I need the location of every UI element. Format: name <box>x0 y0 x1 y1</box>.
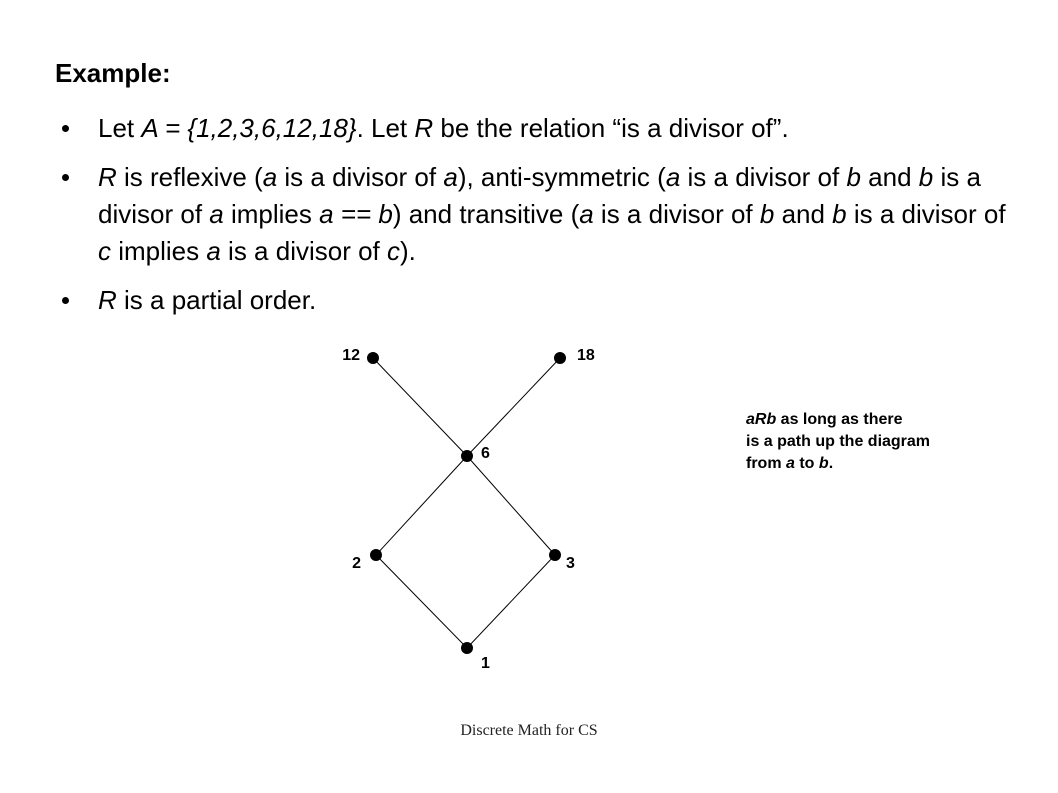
node-label-1: 1 <box>481 655 490 672</box>
bullet-item-partial-order: R is a partial order. <box>62 282 1022 319</box>
node-label-2: 2 <box>352 555 361 572</box>
bullet-text-properties: R is reflexive (a is a divisor of a), an… <box>98 162 1006 266</box>
bullet-text-set-definition: Let A = {1,2,3,6,12,18}. Let R be the re… <box>98 113 789 143</box>
node-label-12: 12 <box>342 347 360 364</box>
node-1 <box>461 642 473 654</box>
slide-heading: Example: <box>55 58 171 88</box>
edge-3-6 <box>466 455 556 556</box>
node-12 <box>367 352 379 364</box>
edge-6-12 <box>372 357 468 457</box>
edge-1-3 <box>466 554 556 649</box>
bullet-list: Let A = {1,2,3,6,12,18}. Let R be the re… <box>62 110 1022 319</box>
node-label-18: 18 <box>577 347 595 364</box>
node-label-6: 6 <box>481 445 490 462</box>
bullet-dot-icon <box>62 125 69 132</box>
node-2 <box>370 549 382 561</box>
slide-footer: Discrete Math for CS <box>460 722 598 739</box>
edge-2-6 <box>375 455 468 556</box>
bullet-dot-icon <box>62 174 69 181</box>
edge-1-2 <box>375 554 468 649</box>
bullet-dot-icon <box>62 297 69 304</box>
bullet-text-partial-order: R is a partial order. <box>98 285 317 315</box>
node-label-3: 3 <box>566 555 575 572</box>
edge-6-18 <box>466 357 561 457</box>
bullet-item-set-definition: Let A = {1,2,3,6,12,18}. Let R be the re… <box>62 110 1022 147</box>
node-6 <box>461 450 473 462</box>
node-18 <box>554 352 566 364</box>
node-3 <box>549 549 561 561</box>
bullet-item-properties: R is reflexive (a is a divisor of a), an… <box>62 159 1022 270</box>
